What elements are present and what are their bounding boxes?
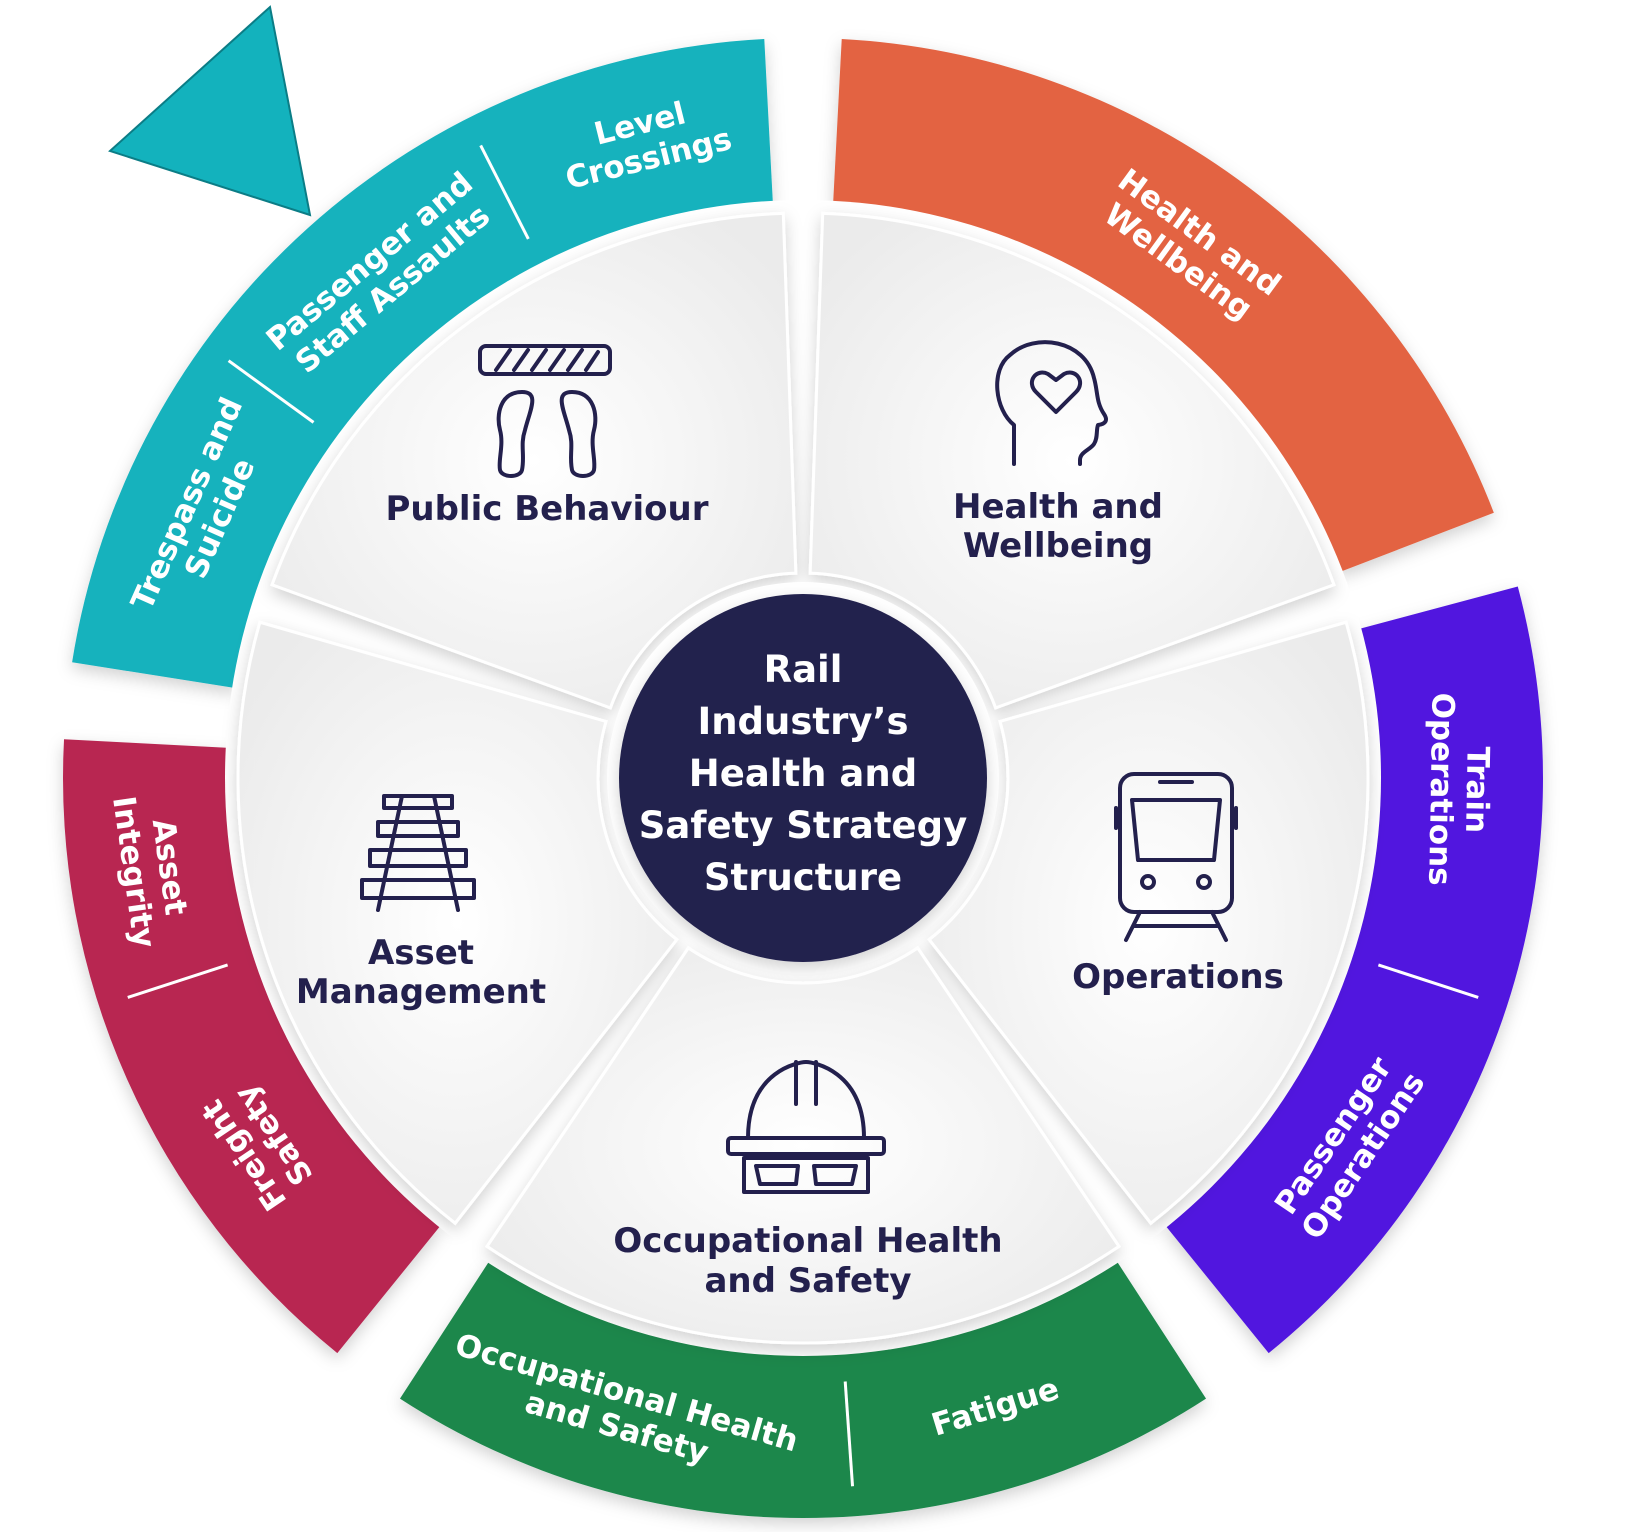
separator-assaults-level: [479, 144, 530, 240]
occupational-tile: [484, 945, 1122, 1345]
health-wellbeing-tile: [808, 211, 1336, 710]
hardhat-goggles-icon: [726, 1060, 886, 1194]
occupational-label-1: Occupational Health: [613, 1221, 1002, 1261]
separator-train-passenger: [1377, 963, 1479, 999]
train-icon: [1114, 772, 1238, 942]
asset-management-label-2: Management: [296, 972, 546, 1012]
center-title-line-5: Structure: [704, 856, 902, 899]
center-title-line-1: Rail: [764, 648, 843, 691]
health-wellbeing-label-1: Health and: [953, 487, 1163, 527]
center-title-line-2: Industry’s: [697, 700, 908, 743]
center-circle: [619, 594, 987, 962]
operations-tile: [927, 620, 1370, 1226]
public-behaviour-ring: [72, 39, 773, 689]
separator-fatigue-ohs: [843, 1381, 855, 1487]
asset-management-tile: [236, 620, 679, 1226]
outer-ring: [62, 39, 1543, 1518]
ring-separators: [127, 144, 1479, 1487]
center-title-line-3: Health and: [689, 752, 917, 795]
public-behaviour-label: Public Behaviour: [385, 489, 708, 529]
occupational-ring: [399, 1260, 1207, 1518]
health-wellbeing-label-2: Wellbeing: [963, 526, 1153, 566]
head-heart-icon: [995, 340, 1108, 466]
decorative-triangle: [108, 5, 312, 217]
outer-label-train: TrainOperations: [1421, 692, 1496, 886]
center-title-line-4: Safety Strategy: [639, 804, 967, 847]
asset-management-ring: [62, 739, 442, 1354]
public-behaviour-tile: [270, 211, 798, 710]
health-wellbeing-ring: [833, 39, 1494, 572]
separator-freight-asset: [127, 963, 229, 999]
footprints-icon: [478, 344, 612, 478]
asset-management-label-1: Asset: [368, 933, 474, 973]
occupational-label-2: and Safety: [704, 1261, 911, 1301]
railway-track-icon: [360, 794, 476, 912]
inner-tiles: [236, 211, 1370, 1345]
separator-trespass-assaults: [227, 359, 315, 424]
operations-label: Operations: [1072, 957, 1284, 997]
operations-ring: [1164, 586, 1543, 1354]
